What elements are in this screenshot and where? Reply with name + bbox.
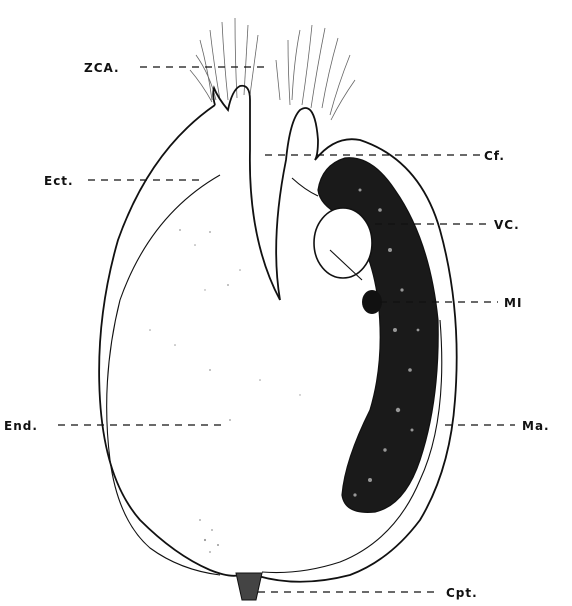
label-vc: VC. — [494, 218, 520, 232]
label-zca: ZCA. — [84, 61, 120, 75]
label-ect: Ect. — [44, 174, 74, 188]
label-cpt: Cpt. — [446, 586, 478, 600]
label-mi: MI — [504, 296, 522, 310]
cytoproct — [236, 573, 262, 600]
label-ma: Ma. — [522, 419, 550, 433]
micronucleus — [362, 290, 382, 314]
label-end: End. — [4, 419, 38, 433]
label-cf: Cf. — [484, 149, 505, 163]
leader-lines — [58, 67, 515, 592]
contractile-vacuole — [314, 208, 372, 280]
